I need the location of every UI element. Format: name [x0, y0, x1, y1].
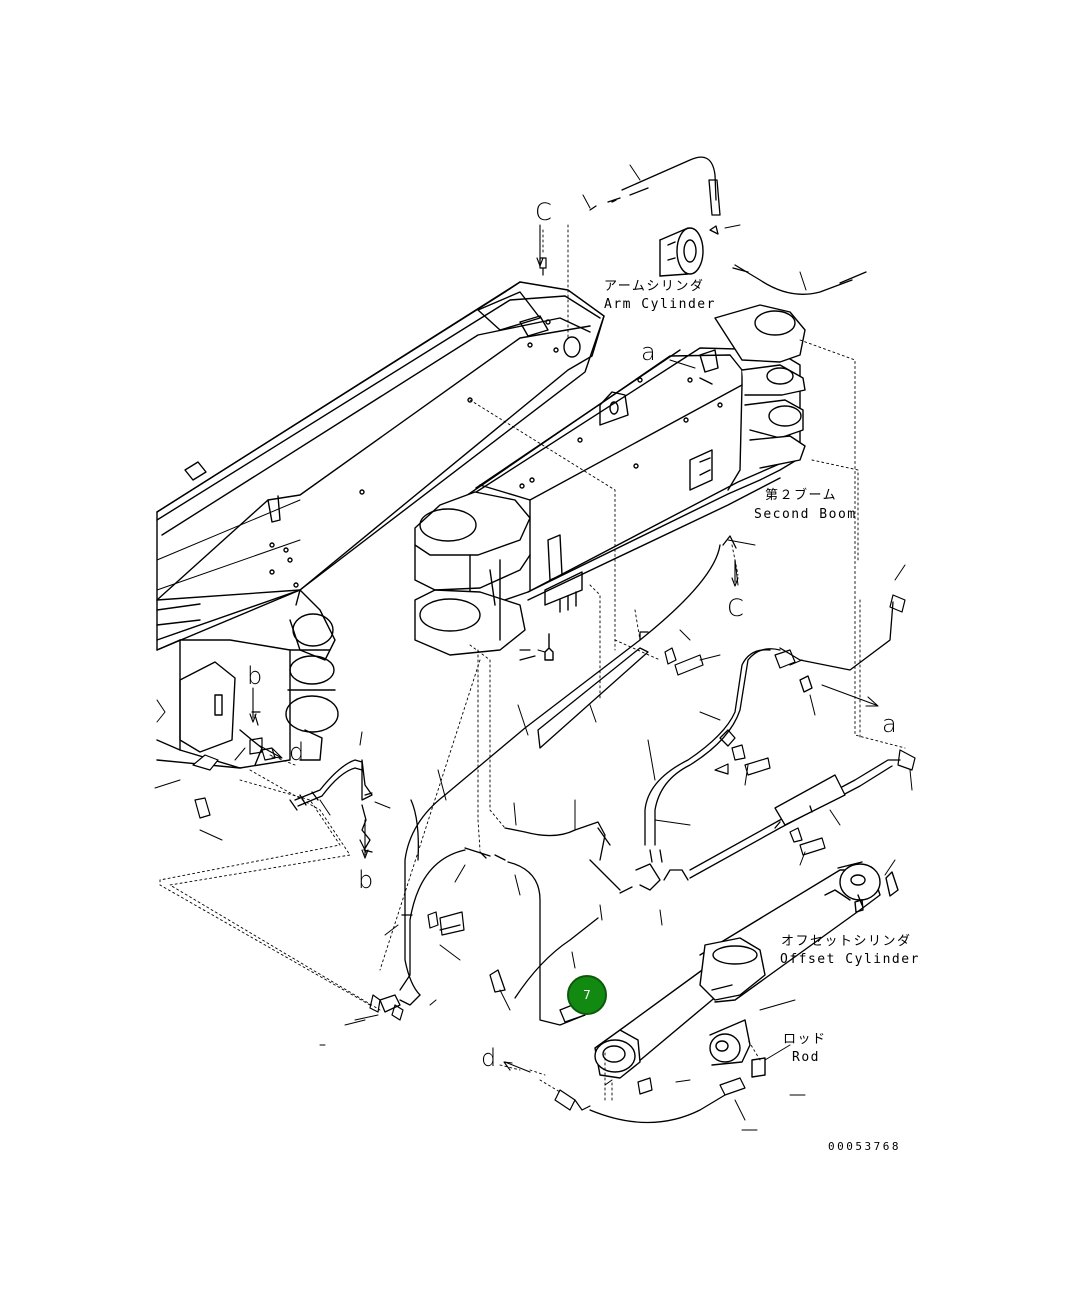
- rod-label-jp: ロッド: [783, 1032, 827, 1047]
- part-callout-7[interactable]: 7: [567, 975, 607, 1015]
- ref-letter-b-left: b: [247, 662, 263, 690]
- ref-letter-a-right: a: [882, 710, 897, 738]
- ref-letter-c-mid: C: [727, 594, 744, 622]
- ref-arrows: [249, 224, 879, 1073]
- hoses: [289, 156, 901, 1026]
- offset-cylinder-label-jp: オフセットシリンダ: [781, 934, 912, 949]
- ref-letter-d-bottom: d: [481, 1044, 497, 1072]
- second-boom-label-en: Second Boom: [754, 507, 857, 522]
- arm-cylinder-label-jp: アームシリンダ: [604, 279, 705, 294]
- long-hose-bottom: [589, 1094, 726, 1124]
- dashed-lines: [159, 224, 906, 1101]
- ref-letter-c-top: C: [535, 198, 552, 226]
- offset-cylinder: [594, 861, 899, 1079]
- ref-letter-a-top: a: [641, 338, 656, 366]
- part-callout-number: 7: [583, 988, 591, 1002]
- document-number: 00053768: [828, 1140, 901, 1153]
- second-boom-label-jp: 第２ブーム: [765, 488, 838, 503]
- ref-letter-b-lower: b: [358, 866, 374, 894]
- arm-cylinder-label-en: Arm Cylinder: [604, 297, 716, 312]
- ref-letter-d-left: d: [289, 738, 305, 766]
- first-boom: [156, 281, 605, 769]
- second-boom: [414, 304, 806, 661]
- leader-lines: [154, 164, 913, 1131]
- offset-cylinder-label-en: Offset Cylinder: [780, 952, 920, 967]
- arm-cylinder: [659, 227, 704, 277]
- rod-label-en: Rod: [792, 1050, 820, 1065]
